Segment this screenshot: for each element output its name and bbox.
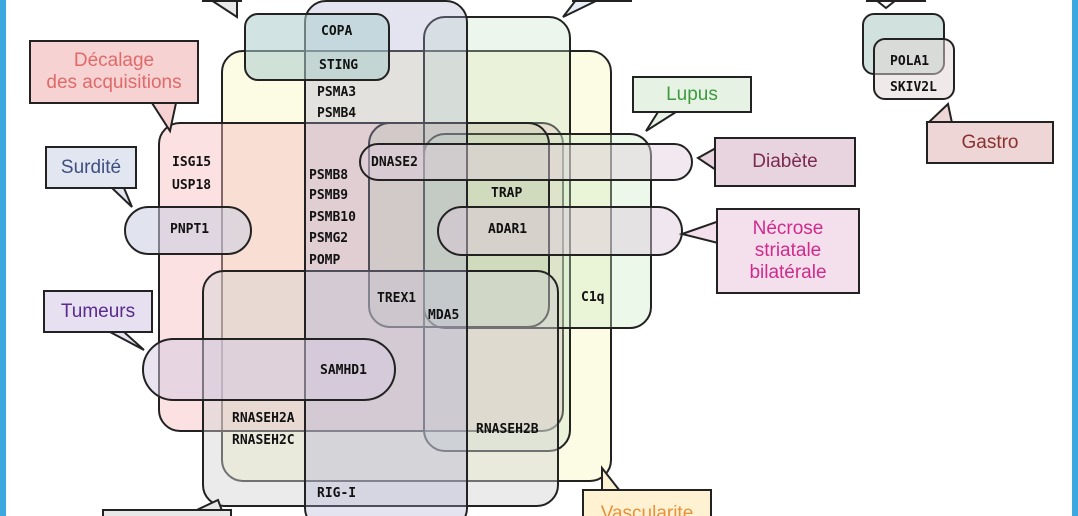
gene-psmg2: PSMG2 — [309, 231, 349, 246]
set-samhd1 — [142, 338, 396, 401]
set-pnpt1 — [124, 206, 252, 255]
gene-rnaseh2c: RNASEH2C — [232, 433, 295, 448]
gene-skiv2l: SKIV2L — [890, 80, 937, 95]
callout-necrose: Nécrose striatale bilatérale — [716, 208, 860, 294]
gene-copa: COPA — [321, 24, 353, 39]
gene-isg15: ISG15 — [172, 155, 212, 170]
gene-rnaseh2a: RNASEH2A — [232, 411, 295, 426]
callout-bottom-left — [102, 509, 232, 516]
gene-pola1: POLA1 — [890, 54, 930, 69]
gene-samhd1: SAMHD1 — [320, 363, 367, 378]
set-diabete — [359, 143, 693, 181]
callout-surdite: Surdité — [45, 146, 137, 189]
gene-adar1: ADAR1 — [488, 222, 528, 237]
set-skiv2l — [873, 38, 955, 100]
tail-top-left — [209, 0, 238, 19]
gene-psmb9: PSMB9 — [309, 188, 349, 203]
gene-psma3: PSMA3 — [317, 85, 357, 100]
callout-top-left — [202, 0, 242, 2]
label-diabete: Diabète — [752, 151, 818, 172]
tail-vascularite — [601, 465, 623, 492]
gene-trex1: TREX1 — [377, 291, 417, 306]
label-gastro: Gastro — [961, 131, 1019, 153]
gene-psmb10: PSMB10 — [309, 210, 356, 225]
diagram-canvas: Décalage des acquisitions Surdité Tumeur… — [6, 0, 1072, 516]
label-decalage: Décalage des acquisitions — [46, 50, 182, 93]
tail-lupus — [645, 111, 680, 132]
label-necrose: Nécrose striatale bilatérale — [749, 218, 827, 283]
callout-gastro: Gastro — [926, 121, 1054, 164]
callout-lupus: Lupus — [632, 76, 752, 113]
gene-rnaseh2b: RNASEH2B — [476, 422, 539, 437]
set-sting-column — [304, 0, 468, 516]
set-adar1 — [437, 206, 683, 256]
callout-diabete: Diabète — [714, 137, 856, 187]
gene-psmb8: PSMB8 — [309, 168, 349, 183]
gene-pnpt1: PNPT1 — [170, 222, 210, 237]
gene-sting: STING — [319, 58, 359, 73]
set-copa-sting — [244, 13, 390, 81]
callout-top-right — [866, 0, 926, 2]
gene-mda5: MDA5 — [428, 308, 460, 323]
label-lupus: Lupus — [666, 83, 718, 105]
tail-surdite — [109, 187, 133, 208]
tail-top-right — [874, 0, 898, 10]
gene-usp18: USP18 — [172, 178, 212, 193]
tail-decalage — [150, 102, 178, 134]
label-tumeurs: Tumeurs — [60, 300, 136, 322]
label-vascularite: Vascularite — [600, 503, 694, 516]
callout-decalage: Décalage des acquisitions — [29, 40, 199, 104]
callout-tumeurs: Tumeurs — [43, 290, 153, 333]
gene-pomp: POMP — [309, 253, 341, 268]
tail-tumeurs — [109, 331, 145, 351]
tail-top-middle — [562, 0, 599, 18]
gene-rig-i: RIG-I — [317, 486, 357, 501]
gene-c1q: C1q — [581, 290, 605, 305]
callout-vascularite: Vascularite — [582, 489, 712, 516]
gene-dnase2: DNASE2 — [371, 155, 418, 170]
gene-psmb4: PSMB4 — [317, 106, 357, 121]
callout-top-middle — [572, 0, 632, 2]
gene-trap: TRAP — [491, 186, 523, 201]
label-surdite: Surdité — [60, 156, 122, 178]
